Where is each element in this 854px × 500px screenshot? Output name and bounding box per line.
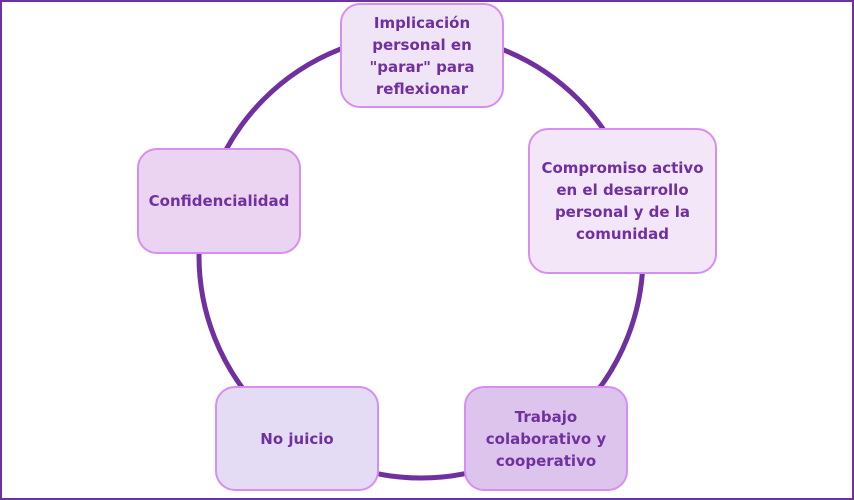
node-confidencialidad-label: Confidencialidad xyxy=(148,192,290,210)
node-implicacion-label: Implicación personal en "parar" para ref… xyxy=(369,13,475,98)
node-confidencialidad: Confidencialidad xyxy=(137,148,301,254)
node-implicacion: Implicación personal en "parar" para ref… xyxy=(340,3,504,108)
node-compromiso-label: Compromiso activo en el desarrollo perso… xyxy=(541,159,704,243)
node-trabajo: Trabajo colaborativo y cooperativo xyxy=(464,386,628,491)
node-compromiso: Compromiso activo en el desarrollo perso… xyxy=(528,128,717,274)
node-no-juicio-label: No juicio xyxy=(260,429,334,448)
node-trabajo-label: Trabajo colaborativo y cooperativo xyxy=(485,407,607,470)
node-no-juicio: No juicio xyxy=(215,386,379,491)
